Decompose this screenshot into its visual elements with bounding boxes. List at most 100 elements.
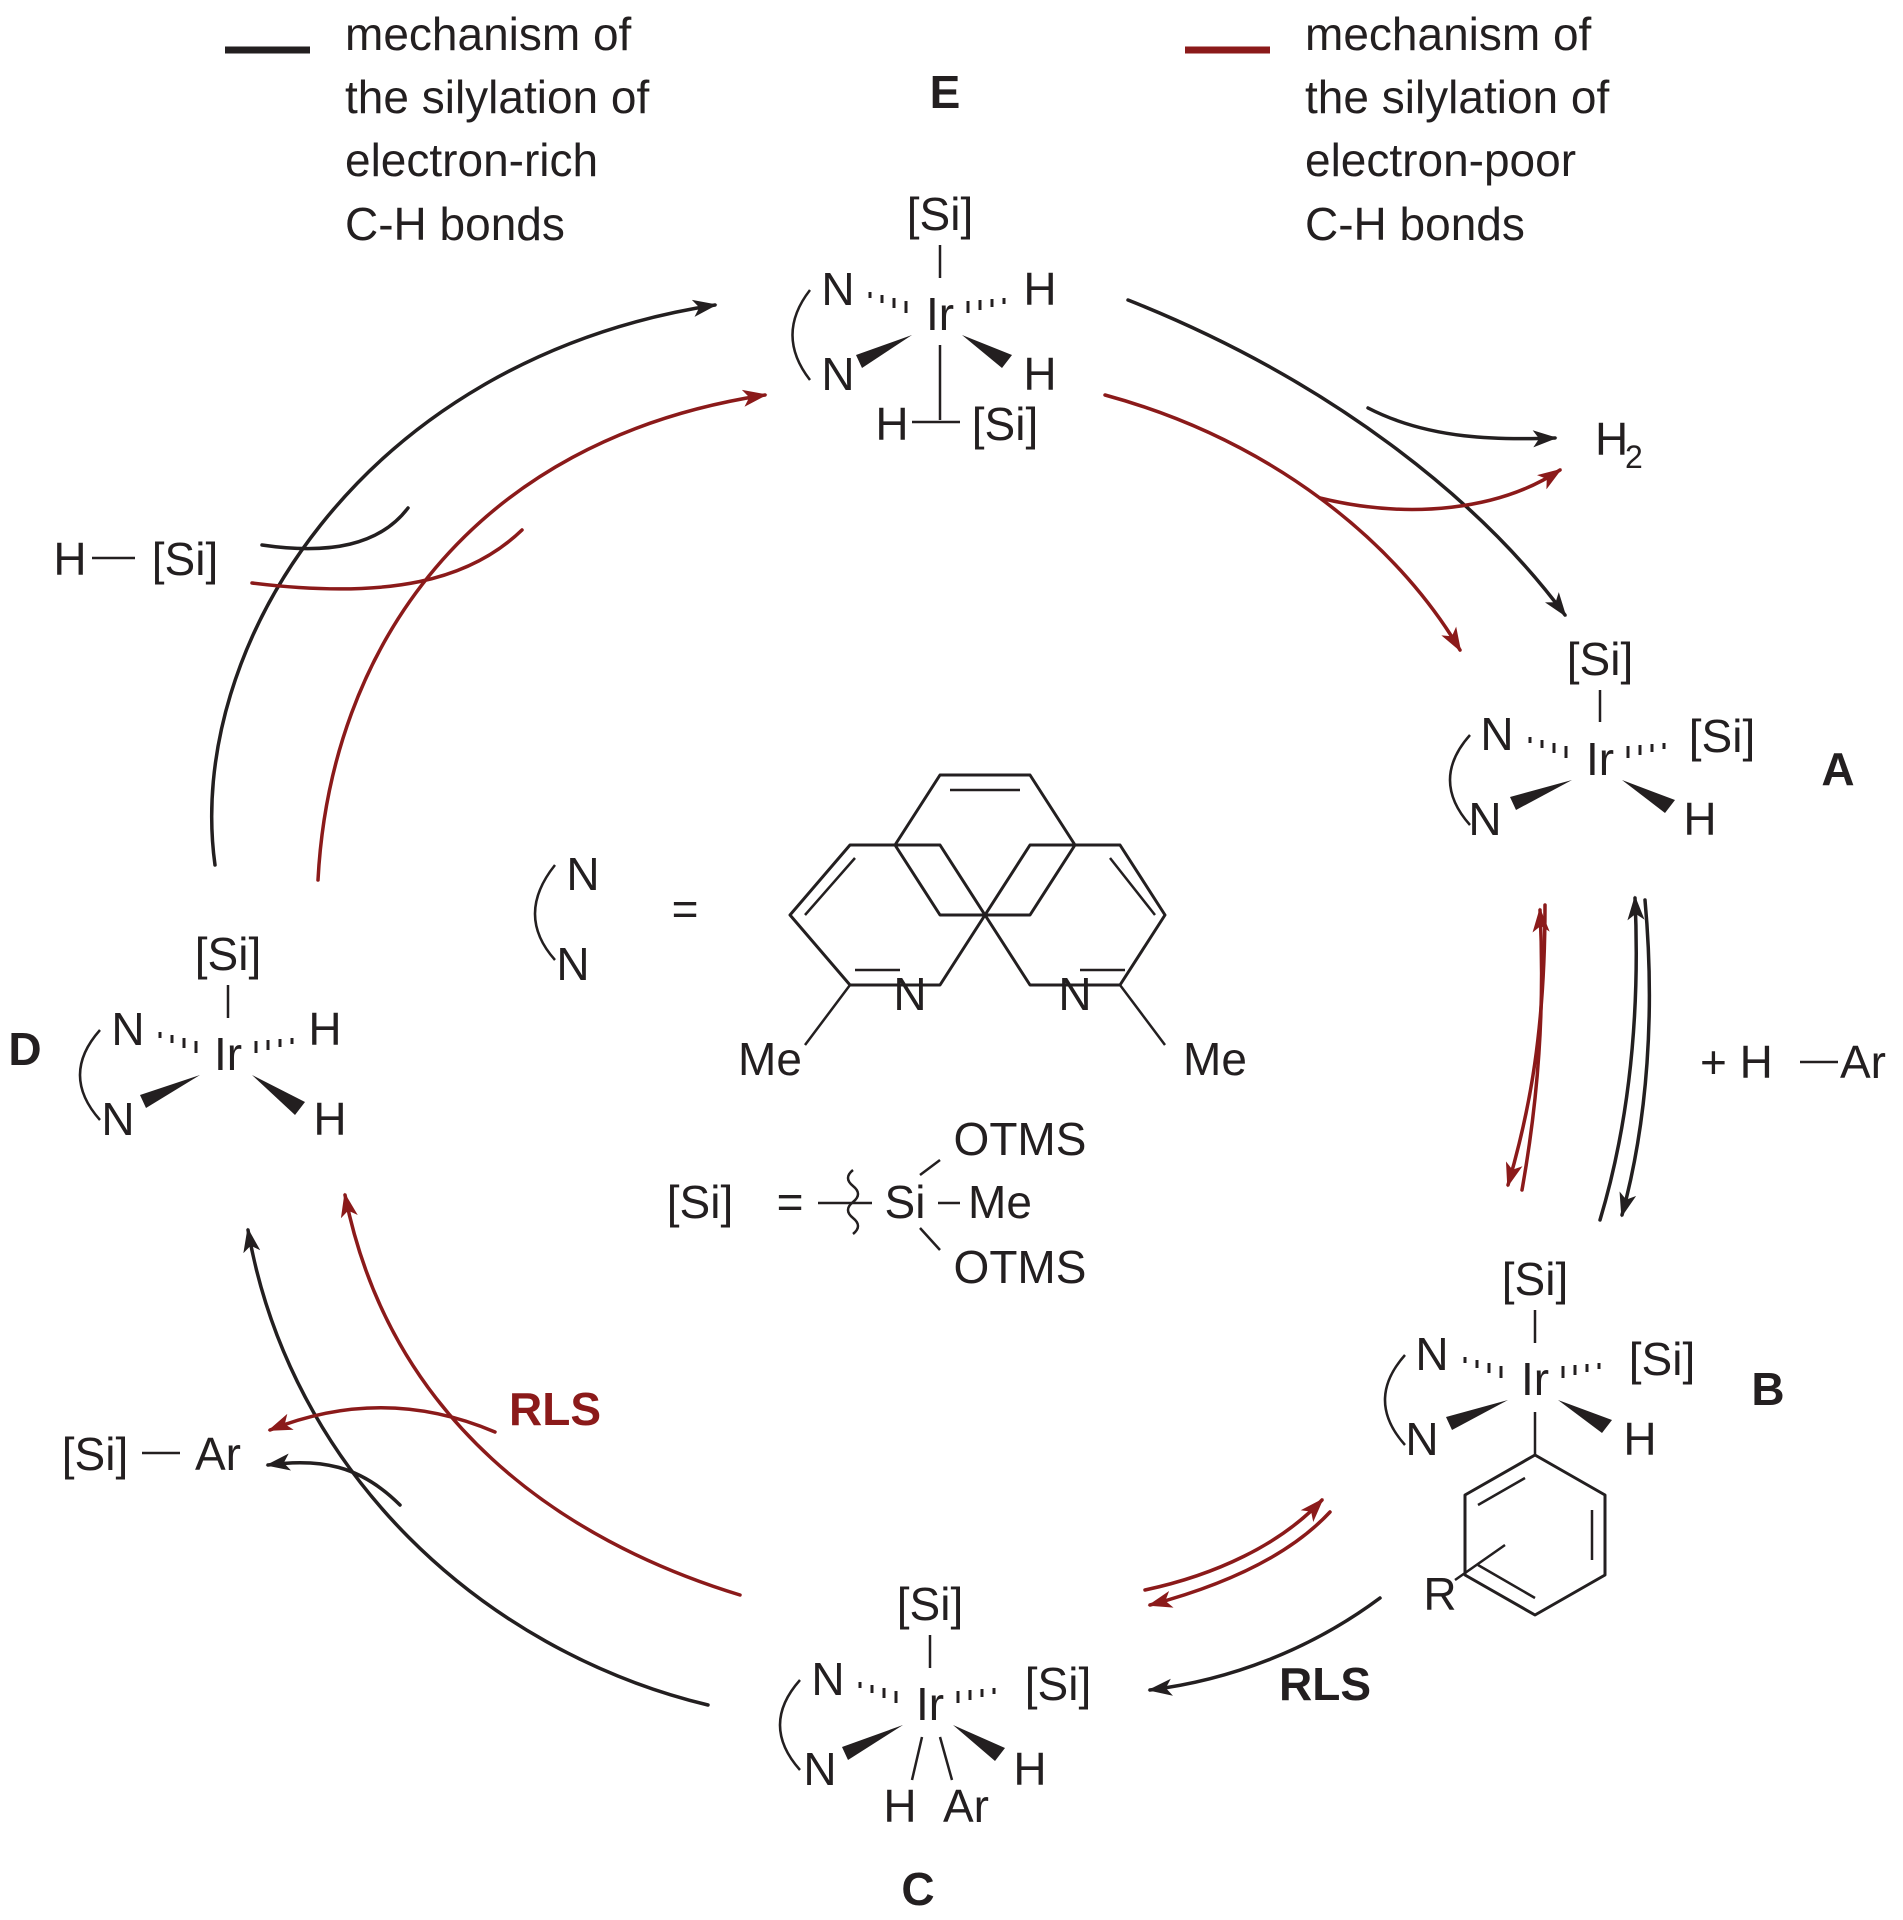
b-n1: N — [1415, 1328, 1448, 1380]
label-c: C — [901, 1863, 934, 1915]
a-wedge-h — [1622, 780, 1675, 813]
arrow-hsi-in-black — [260, 506, 410, 551]
c-bond-ar — [938, 1736, 954, 1781]
e-h2: H — [1023, 348, 1056, 400]
complex-a: [Si] Ir N N [Si] H A — [1448, 633, 1855, 845]
phen-n-right: N — [1058, 968, 1091, 1020]
e-ir: Ir — [926, 288, 954, 340]
si-def-otms-top: OTMS — [954, 1113, 1087, 1165]
legend-black-line1: mechanism of — [345, 8, 632, 60]
c-ar-bottom: Ar — [943, 1780, 989, 1832]
phen-me-left-bond — [804, 984, 851, 1046]
c-ir: Ir — [916, 1678, 944, 1730]
hsi-h: H — [53, 533, 86, 585]
d-n2: N — [101, 1093, 134, 1145]
e-hash-h1 — [966, 298, 1006, 313]
legend-red: mechanism of the silylation of electron-… — [1185, 8, 1609, 250]
arrow-e-to-a-red — [1103, 393, 1462, 653]
si-def-si-atom: Si — [885, 1176, 926, 1228]
product-siar: [Si] Ar — [62, 1428, 241, 1480]
product-h2: H 2 — [1595, 413, 1643, 475]
si-def-bond-down — [919, 1227, 941, 1251]
d-si-top: [Si] — [195, 928, 261, 980]
har-plus-h: + H — [1700, 1036, 1773, 1088]
a-bidentate-arc — [1448, 734, 1471, 826]
arrow-e-to-a-black — [1126, 298, 1567, 617]
complex-b: [Si] Ir N N [Si] H R B — [1383, 1253, 1785, 1620]
complex-d: D [Si] Ir N N H H — [8, 928, 346, 1145]
arrow-c-to-d-black — [243, 1227, 710, 1707]
a-h: H — [1683, 793, 1716, 845]
a-wedge-n2 — [1510, 780, 1572, 810]
e-h1: H — [1023, 263, 1056, 315]
e-bidentate-arc — [791, 289, 811, 381]
ligand-def-equals: = — [672, 883, 699, 935]
arrow-siar-out-black — [265, 1453, 402, 1507]
si-def-otms-bottom: OTMS — [954, 1241, 1087, 1293]
e-n1: N — [821, 263, 854, 315]
c-hash-n1 — [858, 1682, 898, 1703]
ligand-def-n1: N — [566, 848, 599, 900]
e-wedge-h2 — [962, 335, 1012, 368]
b-wedge-n2 — [1446, 1400, 1508, 1430]
d-hash-h1 — [254, 1038, 294, 1053]
ligand-def-n2: N — [556, 938, 589, 990]
d-hash-n1 — [158, 1032, 198, 1053]
hsi-si: [Si] — [152, 533, 218, 585]
siar-si: [Si] — [62, 1428, 128, 1480]
har-ar: Ar — [1840, 1036, 1886, 1088]
e-si-top: [Si] — [907, 188, 973, 240]
b-si-top: [Si] — [1502, 1253, 1568, 1305]
c-n2: N — [803, 1743, 836, 1795]
label-d: D — [8, 1023, 41, 1075]
legend-red-line1: mechanism of — [1305, 8, 1592, 60]
complex-c: [Si] Ir N N [Si] H H Ar C — [778, 1578, 1091, 1915]
h2-sub: 2 — [1625, 439, 1643, 475]
eq-a-b-black-down — [1619, 898, 1652, 1218]
d-wedge-h2 — [252, 1075, 305, 1115]
c-si-top: [Si] — [897, 1578, 963, 1630]
label-a: A — [1821, 743, 1854, 795]
rls-red-label: RLS — [509, 1383, 601, 1435]
phen-n-left: N — [893, 968, 926, 1020]
b-r-bond — [1454, 1543, 1506, 1582]
a-si-top: [Si] — [1567, 633, 1633, 685]
b-arene-db2 — [1477, 1563, 1536, 1600]
complex-e: E [Si] Ir N N H H H [Si] — [791, 66, 1057, 450]
phen-me-right-bond — [1119, 984, 1166, 1046]
si-def-label: [Si] — [667, 1176, 733, 1228]
legend-black-line2: the silylation of — [345, 71, 649, 123]
label-b: B — [1751, 1363, 1784, 1415]
a-n1: N — [1480, 708, 1513, 760]
c-si-right: [Si] — [1025, 1658, 1091, 1710]
e-hsi-si: [Si] — [972, 398, 1038, 450]
phen-me-right: Me — [1183, 1033, 1247, 1085]
arrow-h2-out-red — [1318, 468, 1563, 512]
eq-b-c-red-down — [1147, 1510, 1332, 1608]
phen-left-db — [804, 857, 856, 916]
eq-b-c-red-up — [1143, 1498, 1324, 1592]
b-hash-n1 — [1463, 1357, 1503, 1378]
si-def-equals: = — [777, 1176, 804, 1228]
arrow-c-to-d-red — [340, 1192, 742, 1597]
a-hash-n1 — [1528, 737, 1568, 758]
b-hash-si — [1561, 1363, 1601, 1378]
b-ir: Ir — [1521, 1353, 1549, 1405]
b-n2: N — [1405, 1413, 1438, 1465]
e-n2: N — [821, 348, 854, 400]
h2-h: H — [1595, 413, 1628, 465]
a-si-right: [Si] — [1689, 710, 1755, 762]
legend-red-line3: electron-poor — [1305, 134, 1576, 186]
b-arene-db3 — [1477, 1476, 1526, 1507]
legend-black: mechanism of the silylation of electron-… — [225, 8, 649, 250]
e-wedge-n2 — [856, 335, 912, 368]
eq-a-b-red-up — [1520, 907, 1550, 1192]
c-h-bottom: H — [883, 1780, 916, 1832]
b-h: H — [1623, 1413, 1656, 1465]
label-e: E — [930, 66, 961, 118]
arrow-b-to-c-black — [1147, 1596, 1382, 1696]
legend-black-line3: electron-rich — [345, 134, 598, 186]
c-wedge-h — [953, 1725, 1005, 1761]
phen-me-left: Me — [738, 1033, 802, 1085]
